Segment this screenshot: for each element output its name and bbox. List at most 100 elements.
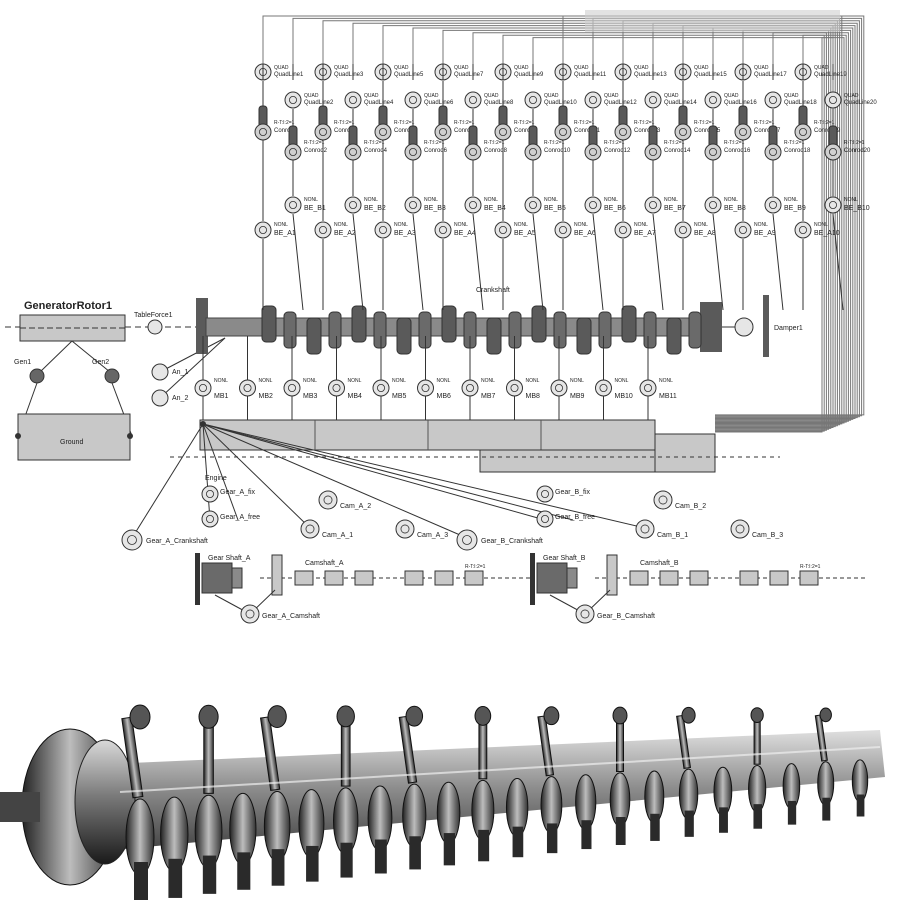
gear-crankshaft-node[interactable] (457, 530, 477, 550)
conrod-node[interactable] (555, 124, 571, 140)
gear-fix-node[interactable] (202, 486, 218, 502)
gear-crankshaft-node[interactable] (122, 530, 142, 550)
conrod-node[interactable] (525, 144, 541, 160)
conrod-node[interactable] (615, 124, 631, 140)
cam-node[interactable] (396, 520, 414, 538)
main-bearing-node[interactable] (418, 380, 434, 396)
crank-web[interactable] (374, 312, 386, 348)
cam-node[interactable] (319, 491, 337, 509)
quad-line-node[interactable] (825, 92, 841, 108)
conrod-node[interactable] (825, 144, 841, 160)
generator-rotor-block[interactable] (20, 315, 125, 341)
big-end-node[interactable] (465, 197, 481, 213)
camshaft-bearing[interactable] (272, 555, 282, 595)
cam-lobe[interactable] (740, 571, 758, 585)
conrod-node[interactable] (495, 124, 511, 140)
big-end-node[interactable] (645, 197, 661, 213)
cam-lobe[interactable] (355, 571, 373, 585)
gear-camshaft-node[interactable] (241, 605, 259, 623)
quad-line-node[interactable] (345, 92, 361, 108)
camshaft-bearing[interactable] (607, 555, 617, 595)
conrod-node[interactable] (795, 124, 811, 140)
gear-shaft-body[interactable] (537, 563, 567, 593)
big-end-node[interactable] (675, 222, 691, 238)
annular-node[interactable] (152, 390, 168, 406)
cam-lobe[interactable] (800, 571, 818, 585)
quad-line-node[interactable] (465, 92, 481, 108)
main-bearing-node[interactable] (596, 380, 612, 396)
crank-web[interactable] (599, 312, 611, 348)
cam-node[interactable] (731, 520, 749, 538)
gear-free-node[interactable] (537, 511, 553, 527)
cam-lobe[interactable] (465, 571, 483, 585)
gear-shaft-plate[interactable] (195, 553, 200, 605)
cam-lobe[interactable] (435, 571, 453, 585)
crank-web[interactable] (307, 318, 321, 354)
quad-line-node[interactable] (705, 92, 721, 108)
big-end-node[interactable] (315, 222, 331, 238)
main-bearing-node[interactable] (507, 380, 523, 396)
big-end-node[interactable] (735, 222, 751, 238)
big-end-node[interactable] (765, 197, 781, 213)
crankshaft-main-bar[interactable] (206, 318, 718, 336)
cam-node[interactable] (654, 491, 672, 509)
big-end-node[interactable] (525, 197, 541, 213)
crank-web[interactable] (532, 306, 546, 342)
conrod-node[interactable] (285, 144, 301, 160)
main-bearing-node[interactable] (240, 380, 256, 396)
big-end-node[interactable] (345, 197, 361, 213)
big-end-node[interactable] (435, 222, 451, 238)
quad-line-node[interactable] (525, 92, 541, 108)
conrod-node[interactable] (435, 124, 451, 140)
table-force-node[interactable] (148, 320, 162, 334)
big-end-node[interactable] (255, 222, 271, 238)
gear-fix-node[interactable] (537, 486, 553, 502)
conrod-node[interactable] (735, 124, 751, 140)
gear-shaft-plate[interactable] (530, 553, 535, 605)
crank-web[interactable] (667, 318, 681, 354)
crank-web[interactable] (352, 306, 366, 342)
big-end-node[interactable] (555, 222, 571, 238)
main-bearing-node[interactable] (462, 380, 478, 396)
gear-shaft-body[interactable] (202, 563, 232, 593)
gen1-node[interactable] (30, 369, 44, 383)
main-bearing-node[interactable] (373, 380, 389, 396)
engine-block-foot[interactable] (480, 450, 655, 472)
crank-web[interactable] (554, 312, 566, 348)
gear-shaft-hub[interactable] (232, 568, 242, 588)
crank-web[interactable] (644, 312, 656, 348)
gen2-node[interactable] (105, 369, 119, 383)
crank-web[interactable] (442, 306, 456, 342)
conrod-node[interactable] (345, 144, 361, 160)
big-end-node[interactable] (795, 222, 811, 238)
damper-body[interactable] (763, 295, 769, 357)
crank-web[interactable] (577, 318, 591, 354)
conrod-node[interactable] (585, 144, 601, 160)
conrod-node[interactable] (405, 144, 421, 160)
big-end-node[interactable] (375, 222, 391, 238)
cam-node[interactable] (636, 520, 654, 538)
quad-line-node[interactable] (285, 92, 301, 108)
gear-free-node[interactable] (202, 511, 218, 527)
big-end-node[interactable] (495, 222, 511, 238)
cam-lobe[interactable] (630, 571, 648, 585)
quad-line-node[interactable] (765, 92, 781, 108)
annular-node[interactable] (152, 364, 168, 380)
crank-web[interactable] (397, 318, 411, 354)
crank-web[interactable] (329, 312, 341, 348)
quad-line-node[interactable] (645, 92, 661, 108)
engine-block-extension[interactable] (655, 434, 715, 472)
main-bearing-node[interactable] (329, 380, 345, 396)
cam-lobe[interactable] (405, 571, 423, 585)
conrod-node[interactable] (315, 124, 331, 140)
cam-lobe[interactable] (325, 571, 343, 585)
conrod-node[interactable] (705, 144, 721, 160)
big-end-node[interactable] (285, 197, 301, 213)
cam-lobe[interactable] (770, 571, 788, 585)
cam-lobe[interactable] (690, 571, 708, 585)
crank-web[interactable] (487, 318, 501, 354)
quad-line-node[interactable] (405, 92, 421, 108)
main-bearing-node[interactable] (551, 380, 567, 396)
big-end-node[interactable] (615, 222, 631, 238)
quad-line-node[interactable] (585, 92, 601, 108)
